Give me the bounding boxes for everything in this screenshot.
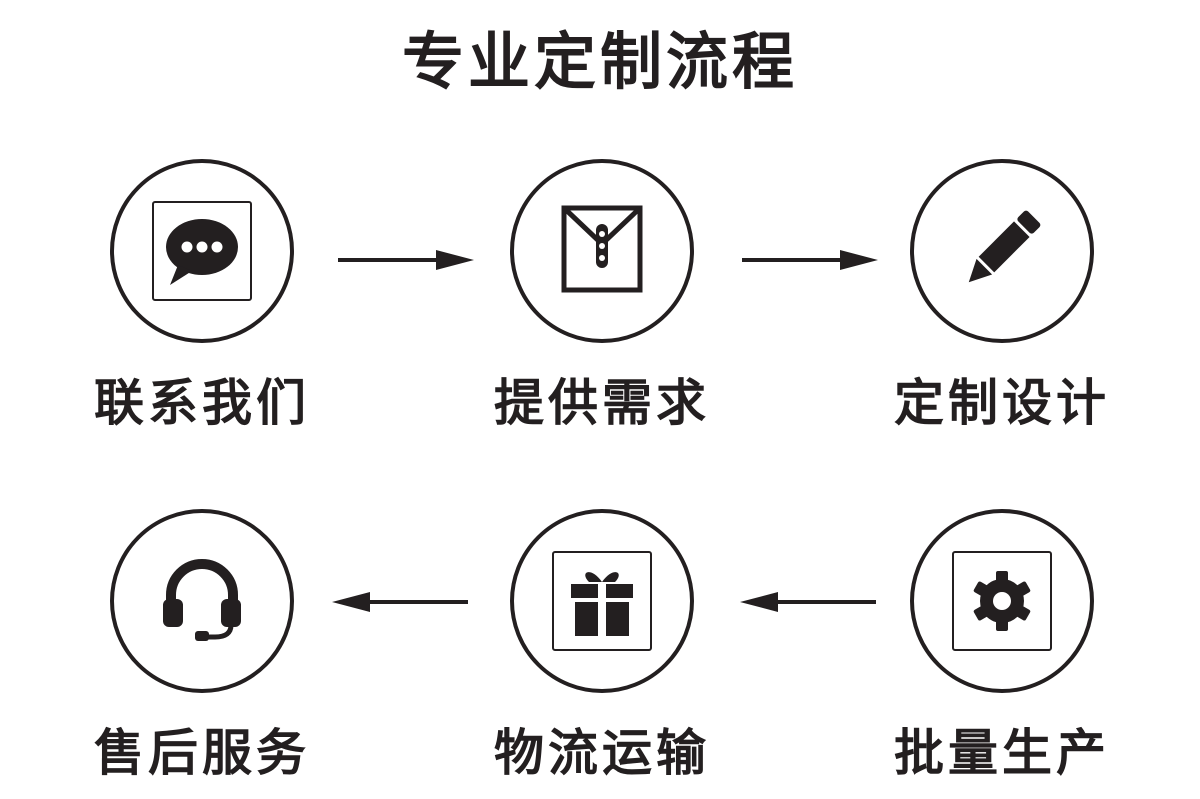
pencil-icon [968,210,1041,283]
step-circle [910,509,1094,693]
icon-frame [552,551,652,651]
step-provide-requirements: 提供需求 [477,159,727,435]
step-label: 提供需求 [494,374,710,432]
arrow-right-icon [338,250,474,270]
gear-icon [973,571,1031,631]
step-label: 批量生产 [894,724,1110,782]
step-circle [110,159,294,343]
step-label: 售后服务 [94,724,310,782]
step-circle [510,159,694,343]
page-title: 专业定制流程 [401,25,798,98]
step-contact-us: 联系我们 [77,159,327,435]
step-mass-production: 批量生产 [877,509,1127,785]
step-logistics: 物流运输 [477,509,727,785]
icon-frame [152,201,252,301]
envelope-folder-icon [561,205,643,293]
step-circle [510,509,694,693]
step-label: 物流运输 [494,724,710,782]
step-custom-design: 定制设计 [877,159,1127,435]
arrow-left-icon [740,592,876,612]
step-label: 定制设计 [894,374,1110,432]
chat-bubble-icon [166,219,238,285]
gift-box-icon [571,572,633,636]
icon-frame [952,551,1052,651]
step-circle [910,159,1094,343]
step-after-sales: 售后服务 [77,509,327,785]
arrow-right-icon [742,250,878,270]
step-circle [110,509,294,693]
headset-icon [163,559,241,641]
arrow-left-icon [332,592,468,612]
step-label: 联系我们 [94,374,310,432]
